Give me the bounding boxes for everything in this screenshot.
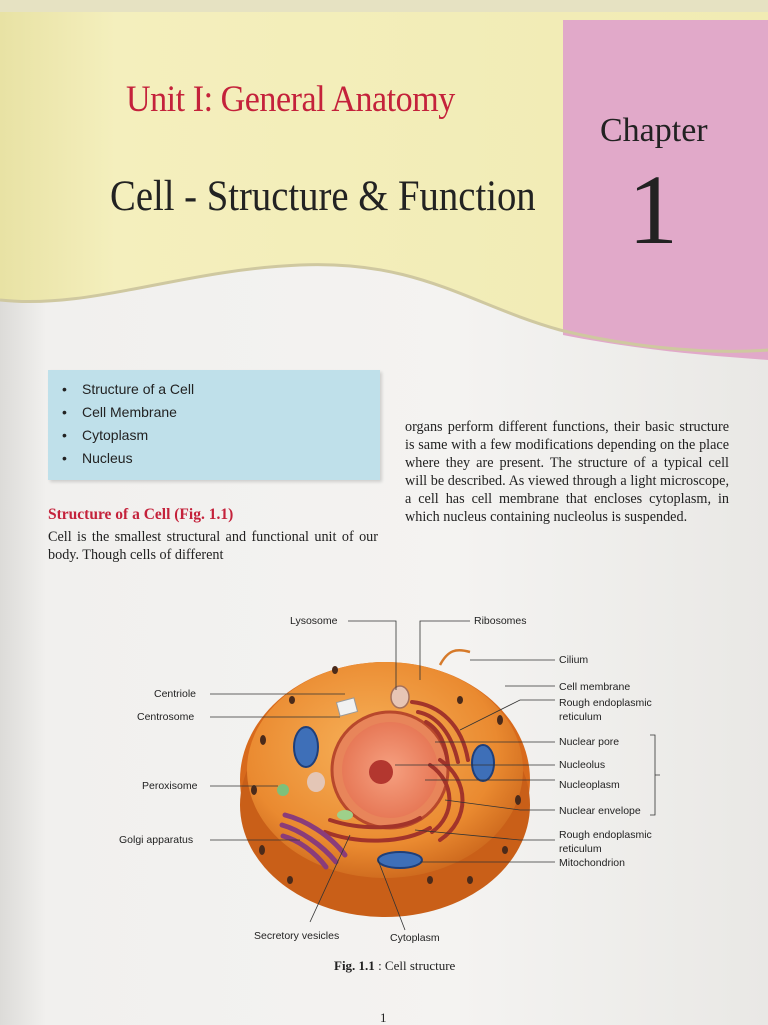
lysosome <box>390 685 410 709</box>
label-rer-bottom-1: Rough endoplasmic <box>559 829 652 841</box>
label-cytoplasm: Cytoplasm <box>390 932 440 944</box>
label-mitochondrion: Mitochondrion <box>559 857 625 869</box>
label-rer-top-1: Rough endoplasmic <box>559 697 652 709</box>
topic-item: Cell Membrane <box>62 401 380 424</box>
label-cell-membrane: Cell membrane <box>559 681 630 693</box>
vesicle <box>337 810 353 820</box>
peroxisome <box>277 784 289 796</box>
label-peroxisome: Peroxisome <box>142 780 198 792</box>
label-ribosomes: Ribosomes <box>474 615 527 627</box>
label-lysosome: Lysosome <box>290 615 338 627</box>
section-heading: Structure of a Cell (Fig. 1.1) <box>48 506 234 523</box>
centriole <box>335 697 359 717</box>
chapter-number: 1 <box>628 154 678 265</box>
chapter-label: Chapter <box>600 112 708 149</box>
label-centrosome: Centrosome <box>137 711 194 723</box>
caption-prefix: Fig. 1.1 <box>334 958 375 973</box>
mitochondrion <box>377 851 423 869</box>
label-rer-bottom-2: reticulum <box>559 843 602 855</box>
page-number: 1 <box>380 1010 387 1025</box>
body-text-left: Cell is the smallest structural and func… <box>48 529 378 563</box>
topic-item: Nucleus <box>62 447 380 470</box>
header-banner <box>0 0 768 360</box>
cell-structure-figure: Lysosome Ribosomes Cilium Cell membrane … <box>119 615 660 944</box>
header-wave-curve <box>0 263 768 353</box>
label-rer-top-2: reticulum <box>559 711 602 723</box>
label-nuclear-envelope: Nuclear envelope <box>559 805 641 817</box>
topic-item: Structure of a Cell <box>62 378 380 401</box>
caption-text: : Cell structure <box>374 958 456 973</box>
topic-item: Cytoplasm <box>62 424 380 447</box>
mitochondrion <box>471 744 495 782</box>
nucleolus <box>369 760 393 784</box>
chapter-topics-box: Structure of a Cell Cell Membrane Cytopl… <box>48 370 380 480</box>
chapter-title: Cell - Structure & Function <box>110 173 536 220</box>
cytoplasm-granules <box>251 666 521 884</box>
golgi-apparatus <box>279 812 348 870</box>
label-nucleolus: Nucleolus <box>559 759 605 771</box>
topics-list: Structure of a Cell Cell Membrane Cytopl… <box>48 370 380 470</box>
vesicle <box>307 772 325 792</box>
rough-er-lower <box>323 816 432 843</box>
label-centriole: Centriole <box>154 688 196 700</box>
mitochondrion <box>293 726 319 768</box>
label-golgi-apparatus: Golgi apparatus <box>119 834 193 846</box>
unit-title: Unit I: General Anatomy <box>126 79 455 120</box>
label-cilium: Cilium <box>559 654 588 666</box>
label-secretory-vesicles: Secretory vesicles <box>254 930 339 942</box>
body-text-right: organs perform different functions, thei… <box>405 419 729 525</box>
rough-er <box>410 700 470 842</box>
label-nuclear-pore: Nuclear pore <box>559 736 619 748</box>
chapter-pink-panel <box>563 20 768 360</box>
cilium <box>438 648 471 666</box>
figure-caption: Fig. 1.1 : Cell structure <box>334 958 455 974</box>
label-nucleoplasm: Nucleoplasm <box>559 779 620 791</box>
